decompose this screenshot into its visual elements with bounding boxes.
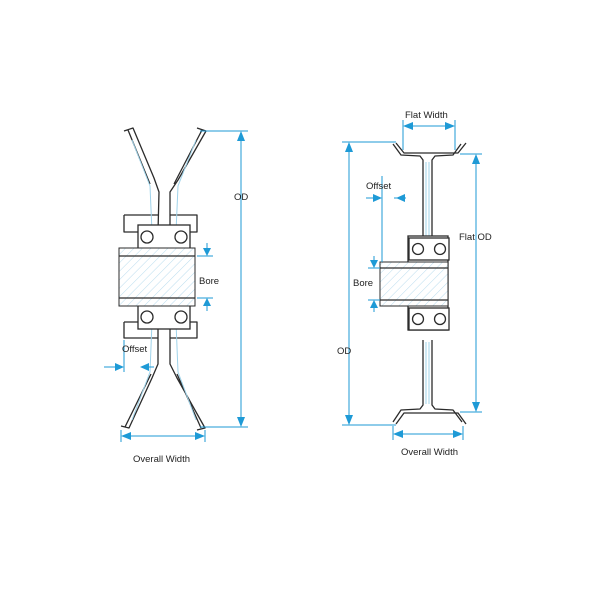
hidden-web-outline — [425, 162, 430, 404]
flat-width-dimension — [402, 120, 456, 150]
upper-v-flange — [123, 127, 207, 233]
bore-dimension — [368, 256, 380, 312]
v-groove-pulley-view: OD Bore Offset Overall Width — [104, 127, 248, 465]
lower-bearing-ball-right — [174, 310, 188, 324]
od-dimension — [200, 130, 248, 428]
flat-od-label: Flat OD — [459, 232, 492, 243]
od-dimension — [342, 141, 396, 426]
upper-bearing-ball-left — [411, 242, 425, 256]
top-flange — [392, 142, 467, 240]
overall-width-dimension — [392, 426, 464, 440]
upper-bearing-ball-right — [174, 230, 188, 244]
offset-label: Offset — [122, 344, 148, 355]
overall-width-dimension — [120, 430, 206, 442]
overall-width-label: Overall Width — [133, 454, 190, 465]
bore-label: Bore — [199, 276, 219, 287]
hub-web-plate — [123, 214, 198, 233]
offset-dimension — [366, 176, 406, 262]
lower-v-flange — [120, 322, 206, 431]
bore-sleeve — [379, 261, 449, 307]
overall-width-label: Overall Width — [401, 447, 458, 458]
od-label: OD — [234, 192, 248, 203]
lower-bearing-ball-left — [140, 310, 154, 324]
bore-dimension — [197, 243, 213, 311]
hidden-groove-outline — [131, 139, 197, 421]
lower-bearing-ball-right — [433, 312, 447, 326]
flat-od-dimension — [460, 153, 482, 413]
od-label: OD — [337, 346, 351, 357]
lower-bearing-ball-left — [411, 312, 425, 326]
offset-label: Offset — [366, 181, 392, 192]
flat-pulley-view: Flat Width Flat OD Offset Bo — [337, 110, 492, 458]
flat-width-label: Flat Width — [405, 110, 448, 121]
bore-sleeve — [118, 247, 196, 307]
upper-bearing-ball-right — [433, 242, 447, 256]
offset-dimension — [104, 340, 154, 372]
bottom-flange — [392, 340, 467, 425]
upper-bearing-ball-left — [140, 230, 154, 244]
bore-label: Bore — [353, 278, 373, 289]
